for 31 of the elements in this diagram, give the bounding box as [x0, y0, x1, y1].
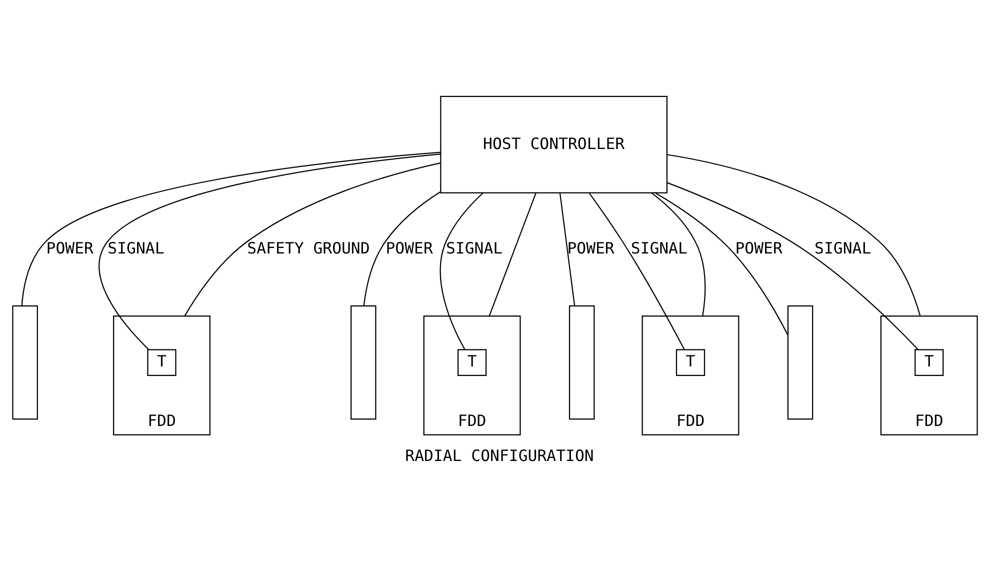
caption: RADIAL CONFIGURATION [405, 445, 594, 464]
edge-label: POWER [46, 238, 94, 258]
edge-label: POWER [567, 238, 614, 258]
node-box [787, 304, 814, 420]
edge-label: POWER [735, 238, 782, 258]
edge-label: POWER [386, 238, 433, 258]
node-box [568, 304, 595, 420]
connector [98, 153, 440, 350]
connector [21, 151, 441, 306]
edge-label: SIGNAL [814, 238, 872, 258]
node-box: T [676, 348, 706, 376]
edge-label: SIGNAL [108, 238, 164, 258]
connector [559, 192, 576, 306]
connector [651, 192, 706, 316]
node-box: HOST CONTROLLER [440, 95, 668, 193]
node-box [350, 304, 376, 420]
node-box: T [147, 348, 176, 376]
connector [184, 162, 441, 316]
node-box: T [458, 348, 487, 376]
connector [588, 192, 685, 350]
node-box [12, 304, 38, 420]
edge-label: SAFETY GROUND [247, 238, 370, 258]
connector [654, 192, 788, 335]
connector [363, 190, 441, 306]
edge-label: SIGNAL [630, 238, 688, 258]
node-box: T [914, 348, 944, 376]
connector [667, 154, 921, 316]
connector [488, 192, 536, 316]
edge-label: SIGNAL [446, 238, 503, 258]
connector [667, 182, 918, 350]
connector [440, 192, 484, 350]
